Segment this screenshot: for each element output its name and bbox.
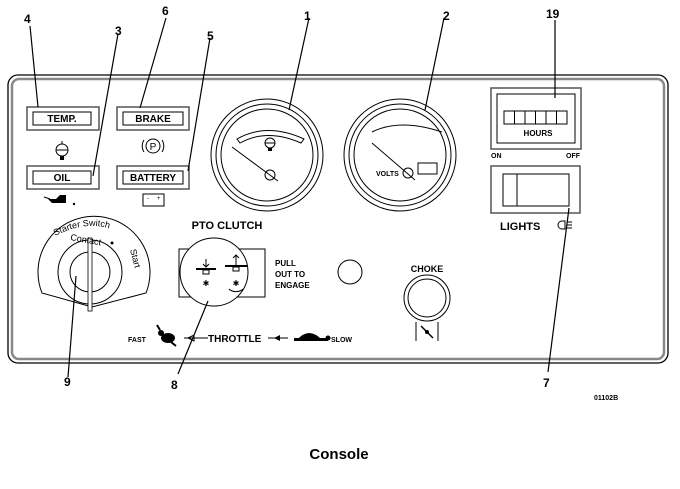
on-label: ON xyxy=(491,153,502,160)
callout-number: 8 xyxy=(171,378,178,392)
light-switch[interactable]: ON OFF LIGHTS xyxy=(490,153,581,233)
throttle-control[interactable]: FAST THROTTLE SLOW xyxy=(128,324,352,347)
choke-label: CHOKE xyxy=(411,264,444,274)
temp-icon xyxy=(264,137,276,151)
battery-lamp: BATTERY xyxy=(116,165,190,190)
temp-icon xyxy=(55,141,69,160)
callout-number: 6 xyxy=(162,4,169,18)
temp-label: TEMP. xyxy=(47,114,76,125)
callout-leaders xyxy=(29,17,570,378)
start-label: Start xyxy=(128,248,143,269)
brake-lamp: BRAKE xyxy=(116,106,190,131)
svg-text:-: - xyxy=(147,196,149,202)
svg-text:+: + xyxy=(157,196,161,202)
temperature-gauge xyxy=(210,98,324,212)
off-label: OFF xyxy=(566,153,581,160)
turtle-icon xyxy=(294,333,331,341)
callout-number: 9 xyxy=(64,375,71,389)
svg-text:P: P xyxy=(150,142,157,153)
contact-label: Contact xyxy=(70,232,103,247)
hour-meter-digit xyxy=(503,110,515,125)
ignition-key-slot xyxy=(87,237,93,312)
blank-plug xyxy=(337,259,363,285)
oil-can-icon xyxy=(43,195,76,206)
hour-meter: HOURS xyxy=(490,87,582,150)
choke-icon xyxy=(415,322,439,341)
ignition-switch[interactable]: Starter Switch Contact Start xyxy=(37,215,151,312)
choke-knob[interactable] xyxy=(403,274,451,322)
battery-icon: - + xyxy=(142,193,165,207)
pto-instructions: PULL OUT TO ENGAGE xyxy=(275,259,310,290)
pto-disengage-icon: ✱ xyxy=(196,259,216,288)
pto-instruction-line: PULL xyxy=(275,259,296,268)
pto-title: PTO CLUTCH xyxy=(192,220,263,232)
hours-label: HOURS xyxy=(524,129,554,138)
callout-number: 5 xyxy=(207,29,214,43)
gauge-needle xyxy=(371,142,416,181)
hour-meter-digit xyxy=(514,110,526,125)
callout-number: 4 xyxy=(24,12,31,26)
callout-number: 2 xyxy=(443,9,450,23)
lights-label: LIGHTS xyxy=(500,221,540,233)
callout-numbers: 4 3 6 5 1 2 19 7 8 9 xyxy=(24,4,560,392)
rabbit-icon xyxy=(156,324,177,347)
gauge-needle xyxy=(231,146,279,182)
hour-meter-digit xyxy=(556,110,568,125)
svg-text:✱: ✱ xyxy=(203,279,210,288)
pto-clutch-knob[interactable]: ✱ ✱ xyxy=(178,237,266,307)
console-panel xyxy=(7,74,669,364)
slow-label: SLOW xyxy=(331,337,352,344)
temp-lamp: TEMP. xyxy=(26,106,100,131)
parking-brake-icon: P xyxy=(141,138,165,154)
voltmeter-gauge: VOLTS xyxy=(343,98,457,212)
battery-label: BATTERY xyxy=(130,173,176,184)
hour-meter-digit xyxy=(545,110,557,125)
hour-meter-digit xyxy=(535,110,547,125)
headlight-icon xyxy=(557,220,572,230)
volts-label: VOLTS xyxy=(376,171,399,178)
callout-number: 19 xyxy=(546,7,560,21)
oil-label: OIL xyxy=(54,173,71,184)
oil-lamp: OIL xyxy=(26,165,100,190)
callout-number: 1 xyxy=(304,9,311,23)
callout-number: 3 xyxy=(115,24,122,38)
figure-code: 01102B xyxy=(594,395,618,402)
throttle-label: THROTTLE xyxy=(208,334,262,345)
pto-engage-icon: ✱ xyxy=(225,254,247,293)
hour-meter-digit xyxy=(524,110,536,125)
fast-label: FAST xyxy=(128,337,147,344)
battery-icon xyxy=(417,162,438,175)
pto-instruction-line: OUT TO xyxy=(275,270,305,279)
callout-number: 7 xyxy=(543,376,550,390)
figure-caption: Console xyxy=(309,446,368,463)
svg-text:✱: ✱ xyxy=(233,279,240,288)
pto-instruction-line: ENGAGE xyxy=(275,281,310,290)
brake-label: BRAKE xyxy=(135,114,171,125)
hour-meter-digits xyxy=(503,110,568,125)
